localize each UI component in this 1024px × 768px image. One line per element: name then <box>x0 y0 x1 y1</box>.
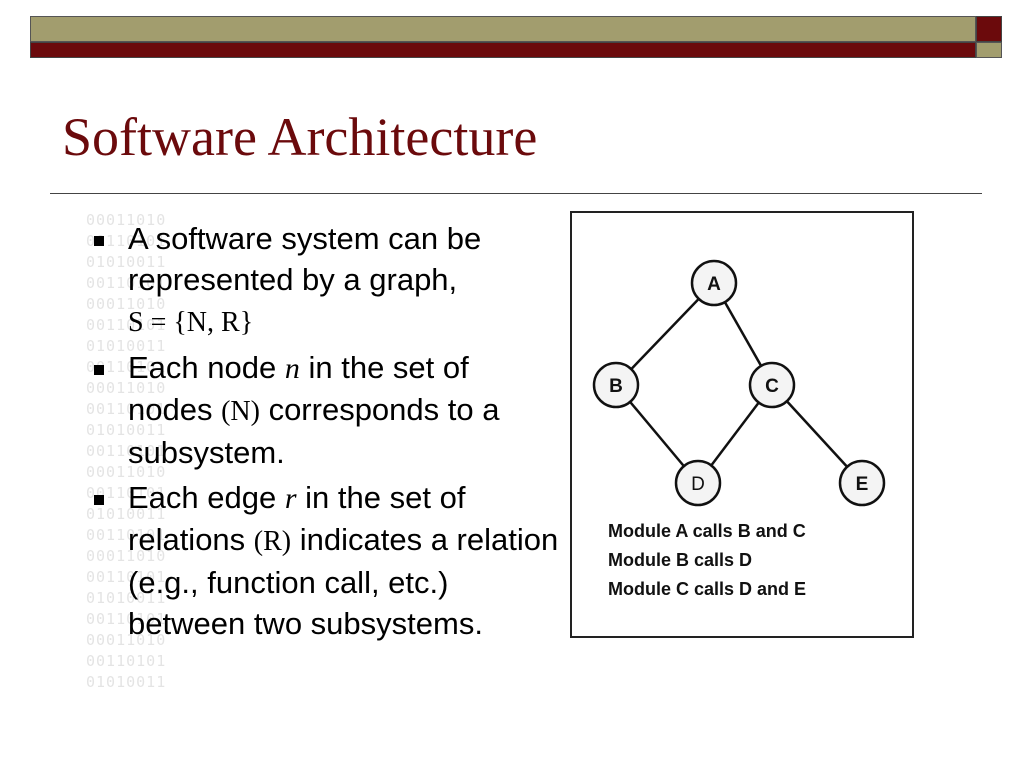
node-symbol: n <box>284 352 300 385</box>
bullet-text: A software system can be represented by … <box>128 221 482 297</box>
graph-formula: S = {N, R} <box>128 307 254 338</box>
node-circle <box>748 361 796 409</box>
slide-title: Software Architecture <box>62 107 538 167</box>
edge-a-b <box>615 282 715 386</box>
node-circle <box>838 459 886 507</box>
node-d: D <box>674 459 722 507</box>
node-label: E <box>856 474 869 495</box>
diagram-caption: Module A calls B and C Module B calls D … <box>608 517 806 604</box>
header-corner-maroon <box>976 16 1002 42</box>
header-band-maroon <box>30 42 976 58</box>
node-label: D <box>691 474 705 495</box>
bullet-text: indicates a relation (e.g., function cal… <box>128 522 559 641</box>
caption-line: Module A calls B and C <box>608 521 806 541</box>
node-circle <box>592 361 640 409</box>
bullet-text: Each node <box>128 350 285 385</box>
bullet-marker <box>94 365 104 375</box>
relation-set-symbol: (R) <box>253 526 292 557</box>
caption-line: Module B calls D <box>608 550 753 570</box>
node-set-symbol: (N) <box>221 396 260 427</box>
node-e: E <box>838 459 886 507</box>
bullet-text: Each edge <box>128 480 285 515</box>
bullet-text: corresponds to a subsystem. <box>128 392 500 470</box>
node-label: A <box>707 274 721 295</box>
bullet-text: in the set of nodes <box>128 350 469 427</box>
bullet-item-edge: Each edge r in the set of relations (R) … <box>90 477 560 644</box>
bullet-marker <box>94 495 104 505</box>
binary-watermark: 00011010 00110101 01010011 00110101 0001… <box>86 211 167 690</box>
graph-svg: A B C D E <box>592 259 886 507</box>
module-graph-diagram: A B C D E Module A calls B and C Module B ca… <box>570 211 914 638</box>
node-circle <box>674 459 722 507</box>
bullet-item-graph: A software system can be represented by … <box>90 218 560 343</box>
caption-line: Module C calls D and E <box>608 579 807 599</box>
header-band-olive <box>30 16 976 42</box>
node-label: B <box>609 376 623 397</box>
node-a: A <box>690 259 738 307</box>
title-divider <box>50 193 982 194</box>
node-b: B <box>592 361 640 409</box>
header-corner-olive <box>976 42 1002 58</box>
bullet-list: A software system can be represented by … <box>90 218 560 648</box>
node-c: C <box>748 361 796 409</box>
node-circle <box>690 259 738 307</box>
bullet-marker <box>94 236 104 246</box>
edge-symbol: r <box>284 482 297 515</box>
node-label: C <box>765 376 779 397</box>
bullet-text: in the set of relations <box>128 480 466 557</box>
bullet-item-node: Each node n in the set of nodes (N) corr… <box>90 347 560 473</box>
